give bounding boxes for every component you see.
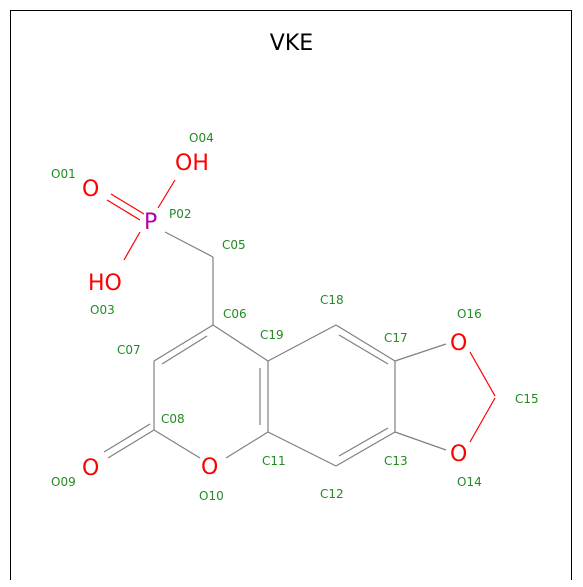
label-c18: C18 bbox=[320, 293, 344, 307]
bond-c08-o09-b bbox=[103, 423, 151, 453]
label-o01: O01 bbox=[51, 167, 76, 181]
bond-c17-o16 bbox=[394, 343, 447, 362]
bond-p02-c05 bbox=[164, 231, 214, 258]
label-c12: C12 bbox=[320, 487, 344, 501]
label-p02: P02 bbox=[169, 207, 192, 221]
symbol-o16: O bbox=[450, 331, 467, 356]
bond-o01-p02-a bbox=[110, 193, 145, 215]
label-o04: O04 bbox=[189, 131, 214, 145]
symbol-oh04: OH bbox=[175, 151, 209, 176]
symbol-o01: O bbox=[82, 177, 99, 202]
bond-c18-c17 bbox=[335, 324, 396, 362]
bond-c13-c12-inner bbox=[338, 427, 389, 457]
symbol-o10: O bbox=[201, 455, 218, 480]
bonds bbox=[103, 179, 496, 467]
label-o16: O16 bbox=[457, 307, 482, 321]
bond-c13-c12 bbox=[335, 431, 396, 467]
label-o10: O10 bbox=[199, 489, 224, 503]
symbol-o14: O bbox=[450, 442, 467, 467]
label-c19: C19 bbox=[260, 328, 284, 342]
molecule-title: VKE bbox=[269, 31, 314, 56]
bond-p02-o03 bbox=[123, 231, 141, 261]
bond-c06-c07 bbox=[153, 324, 214, 362]
bond-c13-o14 bbox=[394, 431, 447, 451]
label-c11: C11 bbox=[262, 454, 286, 468]
bond-c08-o09-a bbox=[107, 429, 155, 459]
atom-labels: O01 P02 O03 O04 C05 C06 C07 C08 O09 O10 … bbox=[51, 131, 539, 503]
bond-o10-c11 bbox=[225, 431, 269, 459]
bond-p02-o04 bbox=[157, 179, 176, 209]
bond-c12-c11 bbox=[267, 431, 337, 467]
label-c06: C06 bbox=[223, 307, 247, 321]
bond-c19-c18 bbox=[267, 324, 337, 362]
label-c07: C07 bbox=[117, 343, 141, 357]
bond-c19-c06 bbox=[212, 324, 269, 362]
label-c15: C15 bbox=[515, 392, 539, 406]
bond-c06-c07-inner bbox=[161, 335, 208, 365]
bond-o16-c15 bbox=[469, 351, 496, 397]
label-c17: C17 bbox=[384, 331, 408, 345]
label-c05: C05 bbox=[222, 238, 246, 252]
bond-c18-c17-inner bbox=[338, 334, 389, 365]
atom-symbols: O OH P HO O O O O bbox=[82, 151, 467, 481]
label-o09: O09 bbox=[51, 475, 76, 489]
bond-o14-c15 bbox=[469, 397, 496, 443]
symbol-o09: O bbox=[82, 456, 99, 481]
label-o14: O14 bbox=[457, 475, 482, 489]
bond-c08-o10 bbox=[153, 429, 201, 459]
symbol-ho03: HO bbox=[88, 271, 122, 296]
label-c08: C08 bbox=[161, 412, 185, 426]
label-c13: C13 bbox=[384, 454, 408, 468]
symbol-p02: P bbox=[144, 210, 157, 235]
label-o03: O03 bbox=[90, 303, 115, 317]
bond-o01-p02-b bbox=[106, 199, 141, 221]
diagram-frame bbox=[10, 10, 572, 580]
